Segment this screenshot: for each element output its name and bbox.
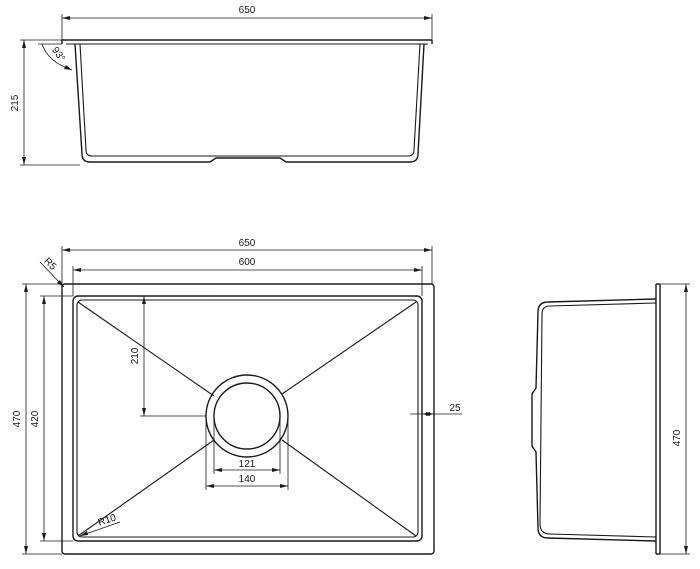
- plan-inner-bowl: [72, 295, 423, 542]
- dim-label-inner-depth: 420: [30, 410, 41, 427]
- diagonal-top-right: [281, 301, 417, 395]
- dim-label-side-depth: 470: [672, 429, 683, 446]
- arrow: [62, 248, 70, 252]
- label-outer-radius: R5: [41, 256, 58, 273]
- drain-outer-circle: [205, 374, 289, 458]
- dim-label-drain-outer: 140: [239, 474, 256, 485]
- arrow: [280, 484, 288, 488]
- arrow-down: [22, 157, 26, 165]
- arrow: [80, 531, 88, 536]
- dim-label-drain-inner: 121: [239, 459, 256, 470]
- dim-label-height: 215: [10, 94, 21, 111]
- plan-outer-rim: [61, 283, 435, 555]
- arrow-up: [22, 40, 26, 48]
- dim-label-plan-depth: 470: [12, 410, 23, 427]
- plan-inner-bowl-line: [76, 299, 419, 538]
- arrow: [142, 296, 146, 304]
- arrow: [684, 284, 688, 292]
- angle-arrow: [64, 65, 72, 70]
- arrow: [24, 284, 28, 292]
- elevation-bowl-inner-outline: [79, 43, 421, 157]
- arrow: [214, 468, 222, 472]
- side-bowl-outline: [531, 298, 657, 542]
- arrow: [424, 248, 432, 252]
- arrow: [206, 484, 214, 488]
- dim-label-inner-width: 600: [239, 257, 256, 268]
- elevation-bowl-outline: [74, 43, 425, 163]
- plan-view: 650 600 470 420 210 121: [12, 238, 462, 555]
- arrow-left: [62, 16, 70, 20]
- side-bowl-inner: [539, 302, 657, 538]
- arrow: [42, 533, 46, 541]
- angle-label: 93°: [49, 45, 67, 64]
- label-inner-radius: R10: [97, 512, 118, 528]
- arrow-right: [424, 16, 432, 20]
- arrow: [24, 546, 28, 554]
- arrow: [42, 296, 46, 304]
- side-view: 470: [531, 283, 690, 555]
- arrow: [426, 412, 434, 416]
- diagonal-bottom-right: [281, 439, 417, 537]
- arrow: [73, 268, 81, 272]
- dim-label-flange: 25: [449, 403, 461, 414]
- arrow: [272, 468, 280, 472]
- dim-label-top-width: 650: [239, 5, 256, 16]
- elevation-view: 650 215 93°: [10, 5, 433, 166]
- arrow: [684, 546, 688, 554]
- diagonal-top-left: [77, 301, 215, 397]
- dim-label-plan-width: 650: [239, 238, 256, 249]
- drain-inner-circle: [213, 382, 281, 450]
- arrow: [142, 408, 146, 416]
- dim-label-drain-offset: 210: [130, 347, 141, 364]
- arrow: [414, 268, 422, 272]
- diagonal-bottom-left: [77, 439, 215, 537]
- arrow: [57, 280, 64, 287]
